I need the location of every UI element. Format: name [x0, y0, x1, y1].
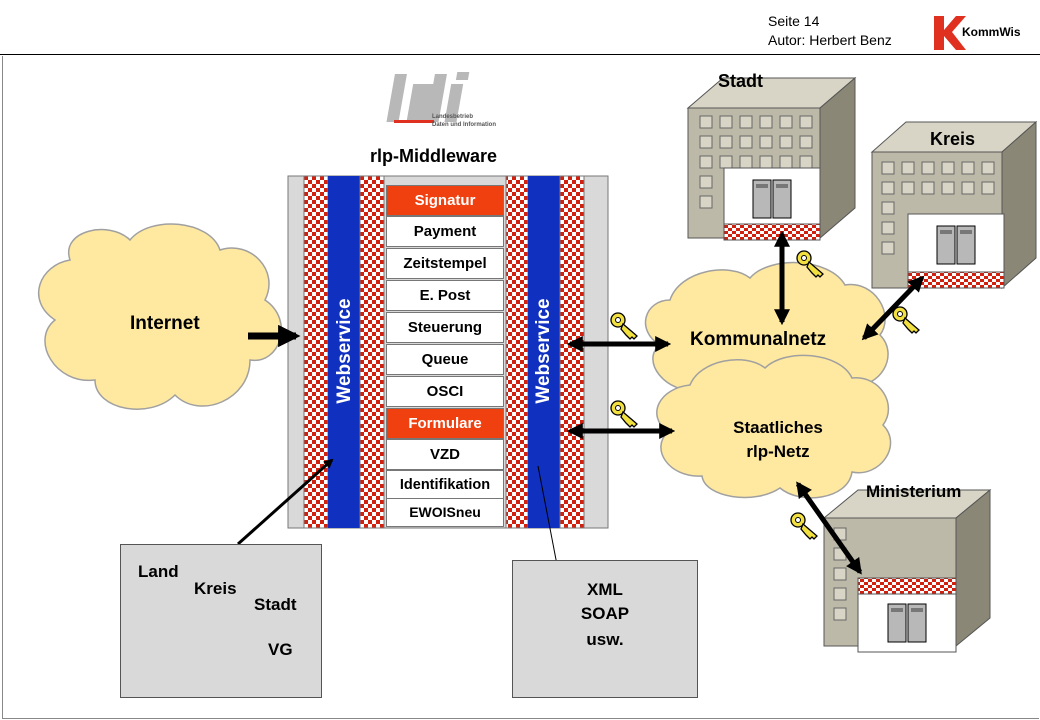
kommwis-logo: KommWis — [932, 14, 1022, 52]
ldi-subtitle-2: Daten und Information — [432, 122, 496, 128]
kommwis-logo-text: KommWis — [962, 25, 1021, 39]
stack-item-queue: Queue — [386, 344, 504, 375]
staat-label-2: rlp-Netz — [746, 442, 810, 461]
stack-item-steuerung: Steuerung — [386, 312, 504, 343]
content-frame — [2, 56, 1039, 719]
key-icon — [610, 400, 638, 428]
header-divider — [0, 54, 1040, 55]
stack-item-osci: OSCI — [386, 376, 504, 407]
webservice-left-band — [328, 176, 360, 528]
stack-item-payment: Payment — [386, 216, 504, 247]
formats-box — [512, 560, 698, 698]
hierarchy-kreis: Kreis — [194, 579, 237, 598]
stadt-building — [686, 76, 857, 241]
kreis-label: Kreis — [930, 129, 976, 149]
format-usw: usw. — [586, 630, 624, 649]
stadt-label: Stadt — [718, 71, 763, 91]
staat-cloud — [656, 354, 892, 499]
stack-item-signatur: Signatur — [386, 185, 504, 216]
ldi-subtitle-1: Landesbetrieb — [432, 114, 474, 120]
staat-ministerium-arrow — [795, 481, 863, 575]
page-number: Seite 14 — [768, 13, 820, 29]
firewall-right-inner — [505, 175, 529, 529]
webservice-left-label: Webservice — [334, 298, 355, 404]
firewall-left-outer — [303, 175, 329, 529]
hierarchy-vg: VG — [268, 640, 293, 659]
webservice-right-band — [528, 176, 560, 528]
format-xml: XML — [587, 580, 623, 599]
webservice-to-formats-line — [537, 465, 561, 571]
kreis-building — [870, 120, 1038, 290]
firewall-left-inner — [359, 175, 385, 529]
key-icon — [790, 512, 818, 540]
hierarchy-box — [120, 544, 322, 698]
kommunalnetz-label: Kommunalnetz — [690, 329, 827, 350]
stack-item-zeitstempel: Zeitstempel — [386, 248, 504, 279]
stack-item-vzd: VZD — [386, 439, 504, 470]
ldi-logo — [386, 72, 480, 132]
webservice-right-label: Webservice — [533, 298, 554, 404]
ministerium-label: Ministerium — [866, 482, 962, 501]
kommunalnetz-kreis-arrow — [861, 275, 925, 341]
hierarchy-land: Land — [138, 562, 179, 581]
header-info: Seite 14 Autor: Herbert Benz — [768, 12, 892, 50]
stack-item-identifikation: Identifikation — [386, 470, 504, 501]
stack-item-epost: E. Post — [386, 280, 504, 311]
key-icon — [892, 306, 920, 334]
hierarchy-to-middleware-arrow — [237, 458, 334, 546]
stack-item-formulare: Formulare — [386, 408, 504, 439]
kommwis-logo-mark — [934, 16, 966, 50]
ministerium-building — [822, 488, 992, 653]
format-soap: SOAP — [580, 604, 630, 623]
internet-label: Internet — [130, 313, 200, 334]
internet-cloud — [37, 223, 283, 410]
hierarchy-stadt: Stadt — [254, 595, 297, 614]
stack-item-ewoisneu: EWOISneu — [386, 498, 504, 527]
staat-label-1: Staatliches — [733, 418, 823, 437]
key-icon — [610, 312, 638, 340]
firewall-right-outer — [559, 175, 585, 529]
middleware-title: rlp-Middleware — [370, 146, 498, 166]
author: Autor: Herbert Benz — [768, 32, 892, 48]
